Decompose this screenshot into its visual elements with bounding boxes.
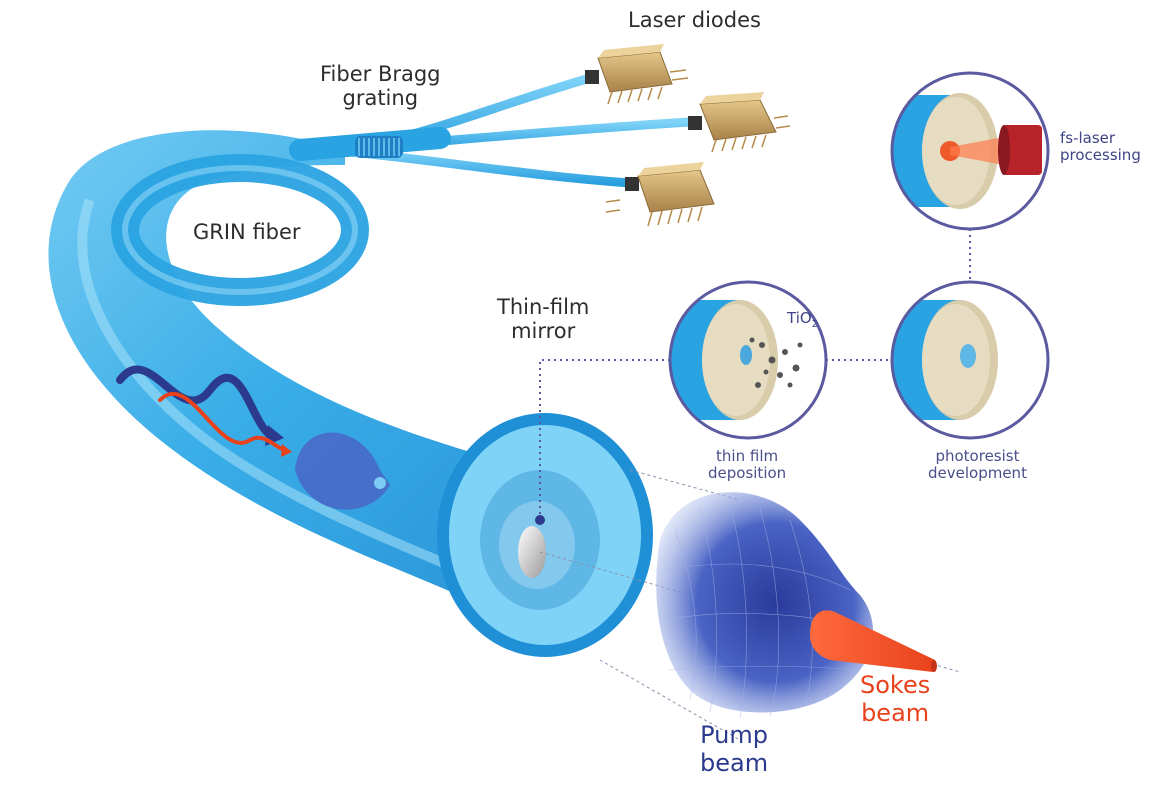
process-connectors: [539, 229, 971, 520]
label-thin-film-mirror: Thin-film mirror: [497, 295, 590, 344]
label-thin-film-deposition: thin film deposition: [708, 447, 787, 483]
laser-diode-2: [688, 92, 791, 153]
circle-photoresist: [890, 280, 1050, 440]
fiber-end-face: [437, 413, 653, 657]
label-stokes-beam: Sokes beam: [860, 671, 931, 727]
pump-beam: [656, 492, 874, 719]
bragg-grating: [355, 136, 403, 158]
stokes-beam: [810, 610, 937, 672]
label-fiber-bragg: Fiber Bragg grating: [320, 62, 441, 111]
label-fs-laser: fs-laser processing: [1060, 129, 1141, 165]
circle-fs-laser: [890, 71, 1050, 231]
label-pump-beam: Pump beam: [700, 721, 769, 777]
thin-film-mirror: [518, 526, 546, 578]
mirror-pointer-dot: [535, 515, 545, 525]
label-photoresist-development: photoresist development: [928, 447, 1027, 483]
laser-diode-1: [585, 44, 689, 105]
circle-thin-film-deposition: [668, 280, 828, 440]
label-grin-fiber: GRIN fiber: [193, 220, 301, 244]
laser-diode-3: [605, 162, 715, 227]
inner-beam: [295, 432, 390, 510]
label-laser-diodes: Laser diodes: [628, 8, 761, 32]
label-tio2: TiO2: [787, 309, 819, 330]
wave-arrows: [116, 365, 292, 457]
